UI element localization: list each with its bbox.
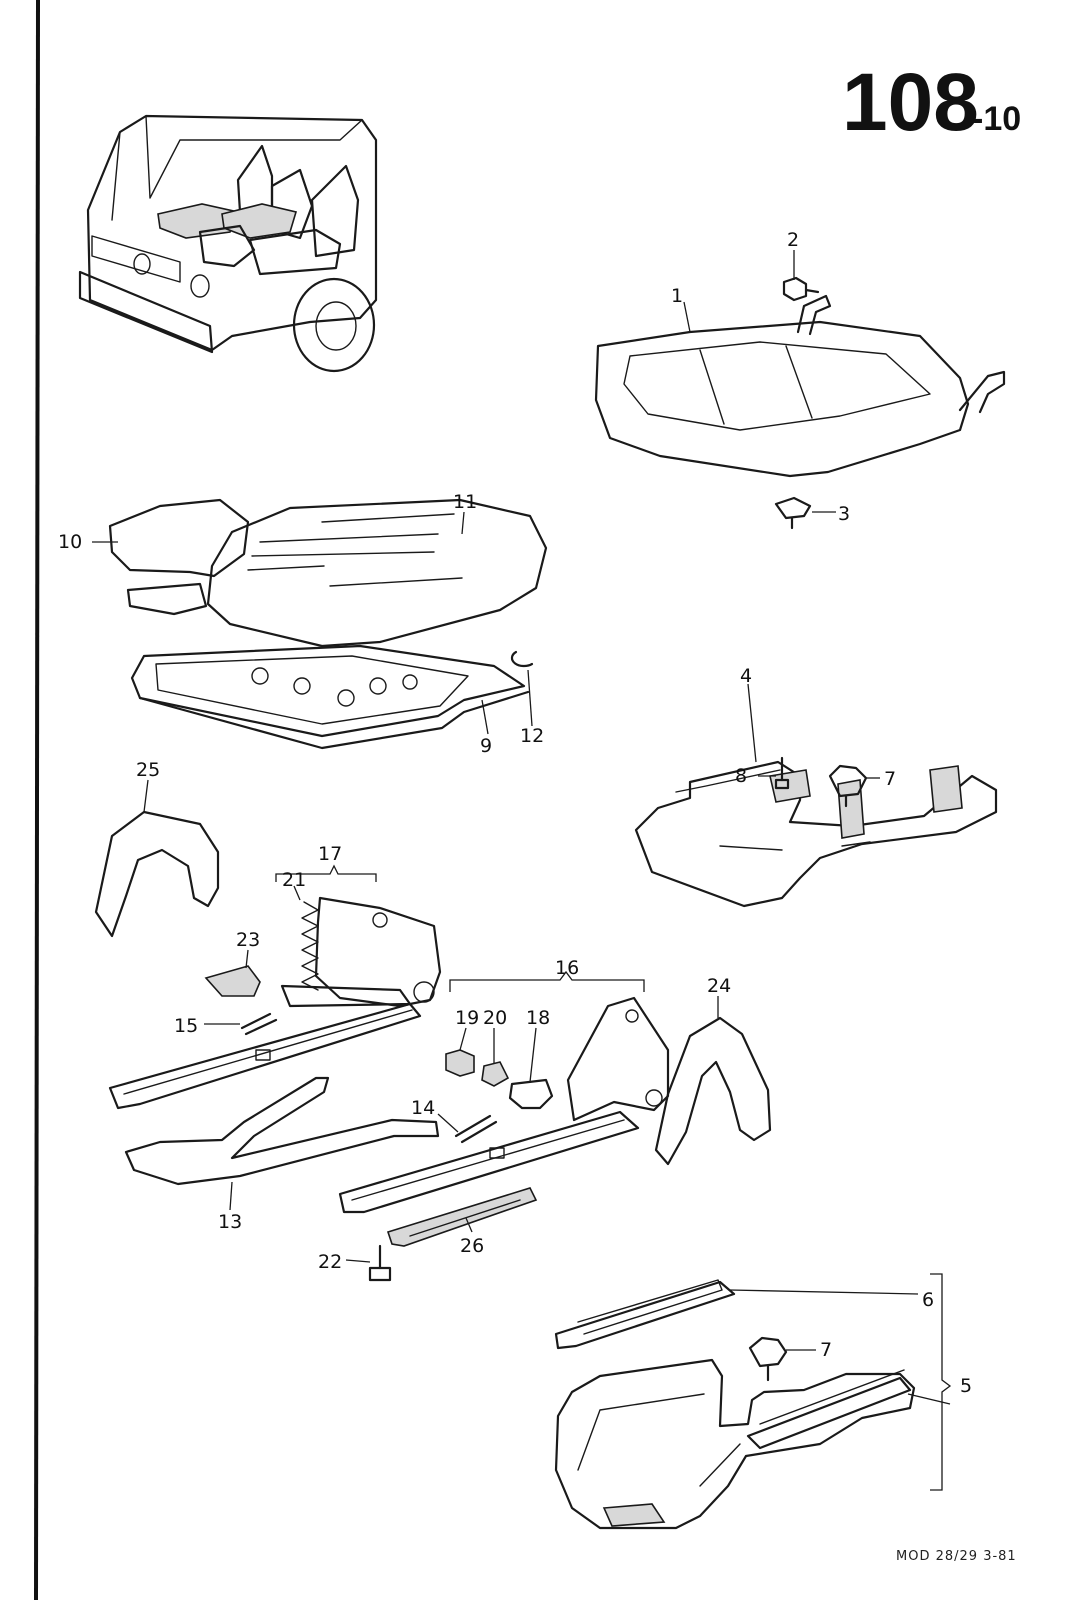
callout-24: 24 (707, 975, 731, 997)
part-9-seat-frame (130, 644, 530, 750)
callout-20: 20 (483, 1007, 507, 1029)
callout-12: 12 (520, 725, 544, 747)
callout-17: 17 (318, 843, 342, 865)
callout-19: 19 (455, 1007, 479, 1029)
part-14-wire (454, 1114, 498, 1144)
vehicle-cab-illustration (78, 114, 378, 373)
part-22-screw (368, 1244, 392, 1282)
callout-6: 6 (922, 1289, 934, 1311)
bracket-5 (930, 1273, 952, 1491)
bracket-17 (275, 864, 377, 882)
callout-13: 13 (218, 1211, 242, 1233)
part-23-release-lever (204, 965, 261, 997)
part-19-bolt (445, 1049, 475, 1077)
part-2-screw (782, 276, 820, 302)
callout-8: 8 (735, 765, 747, 787)
page-binding-edge (34, 0, 40, 1600)
part-6-seat-rail-pair (554, 1279, 912, 1450)
callout-18: 18 (526, 1007, 550, 1029)
page-number: 108 -10 (842, 57, 1021, 148)
part-20-bushing (481, 1061, 510, 1087)
callout-7-lower: 7 (820, 1339, 832, 1361)
callout-labels: 1 2 3 4 5 6 7 7 8 9 10 11 12 13 14 15 16… (58, 229, 972, 1397)
callout-3: 3 (838, 503, 850, 525)
part-15-wire (240, 1012, 278, 1036)
callout-16: 16 (555, 957, 579, 979)
drawing-reference-footer: MOD 28/29 3-81 (896, 1549, 1017, 1564)
part-18-catch (508, 1078, 554, 1110)
part-21-spring (301, 901, 319, 991)
leader-lines (92, 250, 951, 1405)
callout-5: 5 (960, 1375, 972, 1397)
part-10-11-seat-cushion-cover (108, 498, 548, 648)
seat-rail-left (108, 1002, 422, 1110)
callout-4: 4 (740, 665, 752, 687)
part-8-bolt (774, 756, 790, 790)
callout-2: 2 (787, 229, 799, 251)
callout-23: 23 (236, 929, 260, 951)
part-12-retaining-ring (510, 650, 534, 668)
callout-21: 21 (282, 869, 306, 891)
callout-1: 1 (671, 285, 683, 307)
part-13-cross-tube (124, 1076, 440, 1186)
page-number-main: 108 (842, 57, 979, 148)
part-1-seat-cushion (594, 294, 1006, 478)
part-25-side-trim (94, 810, 220, 938)
callout-7-upper: 7 (884, 768, 896, 790)
part-3-clip (774, 496, 812, 530)
callout-15: 15 (174, 1015, 198, 1037)
callout-10: 10 (58, 531, 82, 553)
callout-9: 9 (480, 735, 492, 757)
part-16-rail-assembly (338, 996, 670, 1214)
part-4-seat-frame-tube (634, 760, 998, 908)
callout-25: 25 (136, 759, 160, 781)
page-number-suffix: -10 (972, 100, 1021, 138)
callout-26: 26 (460, 1235, 484, 1257)
part-24-side-trim (654, 1016, 772, 1166)
part-26-rail-guide (386, 1187, 538, 1247)
bracket-16 (449, 970, 645, 992)
callout-22: 22 (318, 1251, 342, 1273)
part-7-knob-lower (748, 1336, 788, 1382)
callout-11: 11 (453, 491, 477, 513)
callout-14: 14 (411, 1097, 435, 1119)
part-5-lower-seat-frame (554, 1358, 916, 1530)
